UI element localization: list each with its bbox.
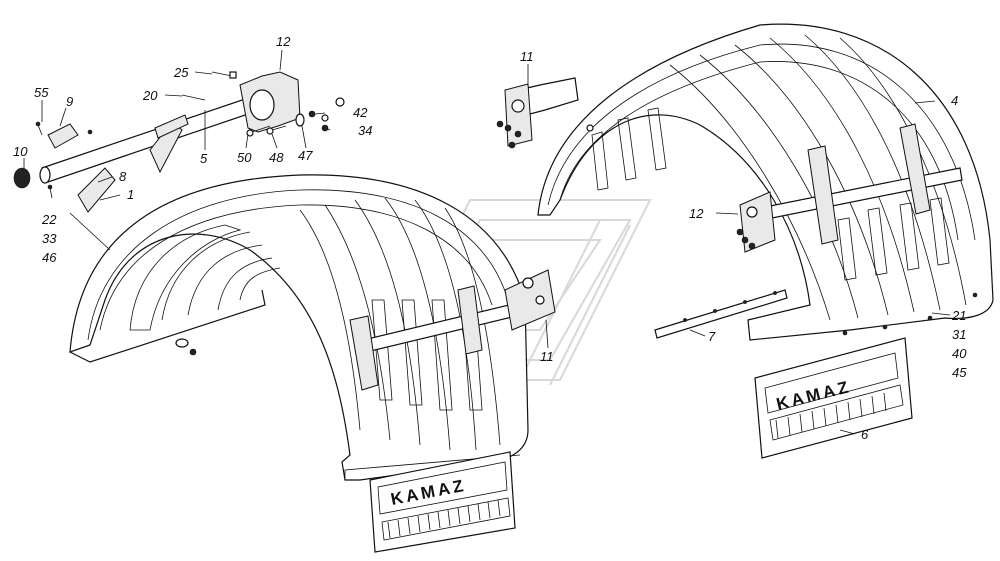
left-crossbar	[349, 269, 556, 391]
right-mudflap-stripes	[775, 392, 887, 439]
callout-8: 8	[119, 169, 127, 184]
right-fender	[537, 23, 994, 341]
callout-48: 48	[269, 150, 284, 165]
callout-45: 45	[952, 365, 967, 380]
callout-9: 9	[66, 94, 73, 109]
callout-7: 7	[708, 329, 716, 344]
mounting-kit	[13, 71, 345, 251]
left-mudflap-stripes	[387, 499, 501, 539]
callout-31: 31	[952, 327, 966, 342]
right-mudflap: KAMAZ	[754, 337, 913, 459]
callout-4: 4	[951, 93, 958, 108]
mounting-rail	[654, 289, 788, 339]
leader-lines	[23, 49, 951, 435]
callout-1: 1	[127, 187, 134, 202]
rear-top-bracket	[496, 77, 594, 149]
callout-33: 33	[42, 231, 57, 246]
callout-20: 20	[142, 88, 158, 103]
callout-5: 5	[200, 151, 208, 166]
callout-21: 21	[951, 308, 966, 323]
right-crossbar	[736, 123, 963, 253]
callout-46: 46	[42, 250, 57, 265]
left-mudflap: KAMAZ	[369, 451, 516, 553]
callout-10: 10	[13, 144, 28, 159]
callout-12-top: 12	[276, 34, 291, 49]
callouts: 55 9 10 8 1 22 33 46 25 20 5 12 50 48 47…	[13, 34, 967, 442]
callout-11-bottom: 11	[540, 349, 554, 364]
callout-42: 42	[353, 105, 368, 120]
callout-47: 47	[298, 148, 313, 163]
callout-11-top: 11	[520, 49, 534, 64]
callout-25: 25	[173, 65, 189, 80]
callout-6: 6	[861, 427, 869, 442]
callout-40: 40	[952, 346, 967, 361]
callout-34: 34	[358, 123, 372, 138]
left-fender	[69, 174, 529, 481]
callout-12-right: 12	[689, 206, 704, 221]
callout-50: 50	[237, 150, 252, 165]
callout-22: 22	[41, 212, 57, 227]
callout-55: 55	[34, 85, 49, 100]
